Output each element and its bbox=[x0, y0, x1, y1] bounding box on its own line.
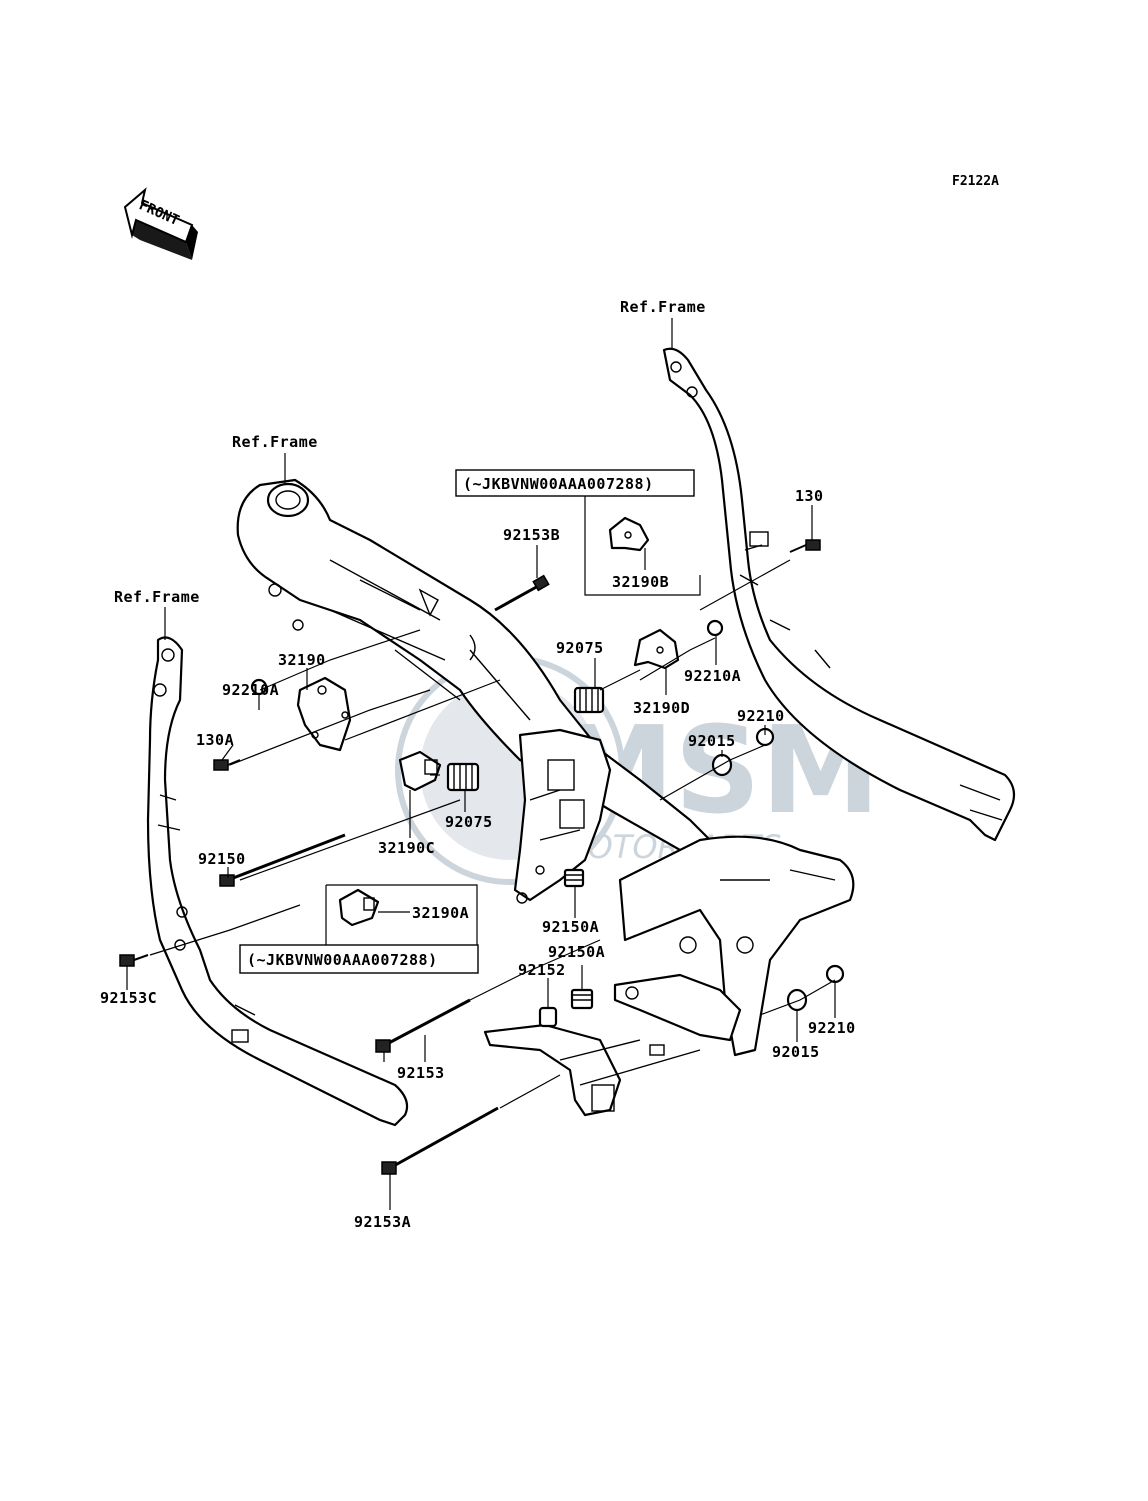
bracket-32190d bbox=[633, 628, 680, 670]
label-92210a-left: 92210A bbox=[222, 681, 279, 699]
label-ref-frame-left: Ref.Frame bbox=[114, 588, 200, 606]
label-ref-frame-right: Ref.Frame bbox=[620, 298, 706, 316]
bolt-92153c bbox=[119, 954, 149, 967]
bracket-32190 bbox=[296, 676, 352, 752]
serial-box-bottom: (~JKBVNW00AAA007288) bbox=[239, 884, 479, 974]
serial-note-top: (~JKBVNW00AAA007288) bbox=[463, 475, 654, 493]
label-92210-lower: 92210 bbox=[808, 1019, 856, 1037]
serial-box-top: (~JKBVNW00AAA007288) bbox=[455, 469, 701, 596]
part-labels: Ref.Frame Ref.Frame Ref.Frame 130 92153B… bbox=[100, 298, 856, 1231]
left-frame-rail bbox=[146, 636, 409, 1127]
label-32190c: 32190C bbox=[378, 839, 435, 857]
bracket-32190a bbox=[338, 888, 380, 927]
label-92153a: 92153A bbox=[354, 1213, 411, 1231]
label-32190d: 32190D bbox=[633, 699, 690, 717]
label-92150a-upper: 92150A bbox=[542, 918, 599, 936]
label-92150a-lower: 92150A bbox=[548, 943, 605, 961]
bolt-130 bbox=[789, 539, 821, 553]
alignment-lines bbox=[149, 559, 836, 1109]
label-92015-lower: 92015 bbox=[772, 1043, 820, 1061]
bushing-92075-upper bbox=[573, 686, 605, 714]
lower-cradle bbox=[483, 835, 855, 1117]
label-92210a-right: 92210A bbox=[684, 667, 741, 685]
label-130: 130 bbox=[795, 487, 824, 505]
main-frame-backbone bbox=[236, 478, 722, 904]
label-92153: 92153 bbox=[397, 1064, 445, 1082]
label-92153c: 92153C bbox=[100, 989, 157, 1007]
rubber-92150a-upper bbox=[563, 868, 585, 888]
bolt-92153a bbox=[381, 1106, 499, 1175]
label-92210-upper: 92210 bbox=[737, 707, 785, 725]
label-32190: 32190 bbox=[278, 651, 326, 669]
nut-92210-lower bbox=[825, 964, 845, 984]
label-32190a: 32190A bbox=[412, 904, 469, 922]
label-ref-frame-top: Ref.Frame bbox=[232, 433, 318, 451]
bolt-92150 bbox=[219, 833, 346, 887]
bolt-92153 bbox=[375, 998, 471, 1053]
leader-lines bbox=[126, 318, 836, 1210]
label-92153b: 92153B bbox=[503, 526, 560, 544]
label-92075-lower: 92075 bbox=[445, 813, 493, 831]
label-92075-upper: 92075 bbox=[556, 639, 604, 657]
bracket-32190b bbox=[608, 516, 650, 552]
label-92150: 92150 bbox=[198, 850, 246, 868]
bolt-92153b bbox=[494, 574, 550, 612]
label-92015-upper: 92015 bbox=[688, 732, 736, 750]
serial-note-bottom: (~JKBVNW00AAA007288) bbox=[247, 951, 438, 969]
label-92152: 92152 bbox=[518, 961, 566, 979]
right-frame-rail bbox=[662, 347, 1016, 842]
rubber-92150a-lower bbox=[570, 988, 594, 1010]
collar-92152 bbox=[538, 1006, 558, 1028]
seal-92015-lower bbox=[786, 988, 808, 1012]
label-130a: 130A bbox=[196, 731, 234, 749]
bolt-130a bbox=[213, 759, 241, 771]
bushing-92075-lower bbox=[446, 762, 480, 792]
bracket-32190c bbox=[398, 750, 442, 792]
nut-92210a-right bbox=[706, 619, 724, 637]
front-arrow-icon: FRONT bbox=[123, 187, 198, 260]
label-32190b: 32190B bbox=[612, 573, 669, 591]
diagram-code: F2122A bbox=[952, 174, 999, 189]
